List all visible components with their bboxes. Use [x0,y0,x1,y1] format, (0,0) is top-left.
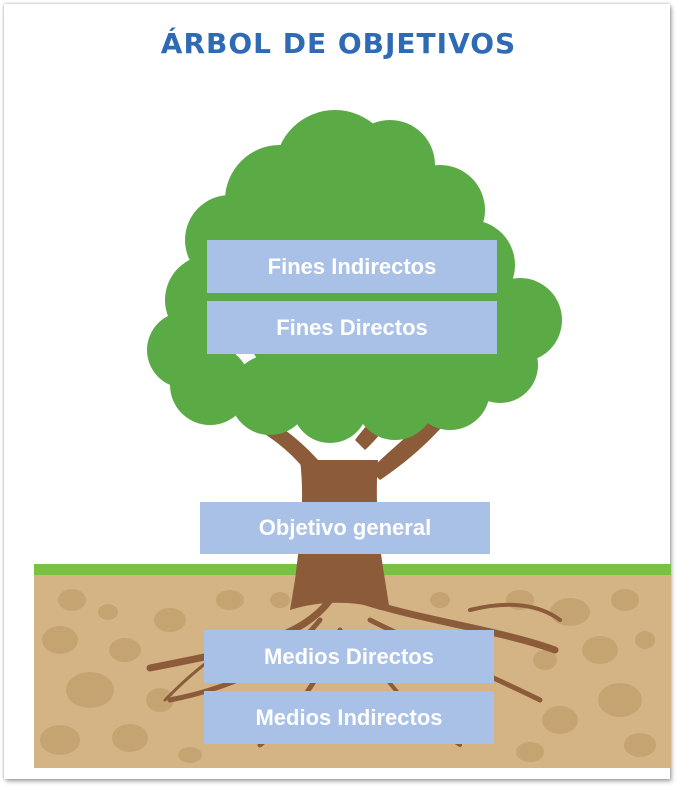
page-title: ÁRBOL DE OBJETIVOS [160,27,517,60]
objetivo-general-label: Objetivo general [258,515,432,540]
medios-indirectos-box: Medios Indirectos [204,691,494,744]
objetivo-general-box: Objetivo general [200,502,490,554]
medios-directos-label: Medios Directos [264,643,434,669]
fines-directos-label: Fines Directos [276,314,428,340]
medios-directos-box: Medios Directos [204,630,494,683]
soil-stones [40,589,656,763]
fines-indirectos-box: Fines Indirectos [207,240,497,293]
fines-directos-box: Fines Directos [207,301,497,354]
fines-indirectos-label: Fines Indirectos [267,253,437,279]
medios-indirectos-label: Medios Indirectos [255,704,443,730]
